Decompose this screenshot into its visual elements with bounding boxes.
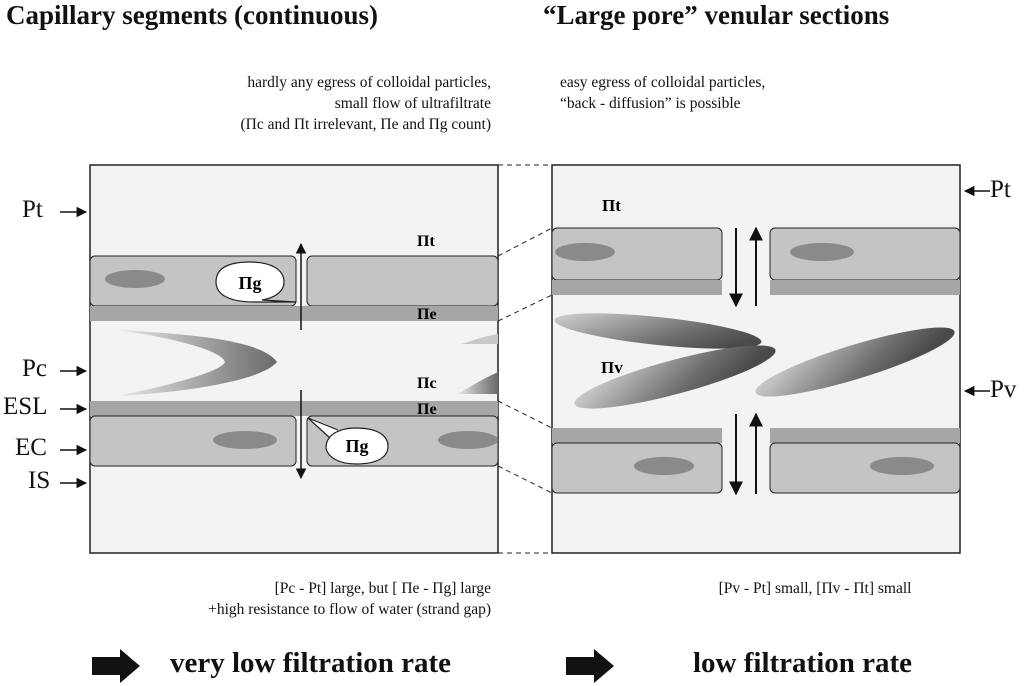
lower-endothelial-cell-right [769,442,961,494]
nucleus [634,457,694,475]
left-note-line: hardly any egress of colloidal particles… [247,74,491,91]
left-bottom-note-line: +high resistance to flow of water (stran… [208,601,491,618]
lower-glycocalyx [90,401,498,416]
right-bottom-note-line: [Pv - Pt] small, [Πv - Πt] small [718,580,912,597]
pi-c-label: Πc [417,375,437,392]
upper-glycocalyx [770,280,960,295]
pi-t-label: Πt [602,196,621,215]
nucleus [555,243,615,261]
red-blood-cell [755,327,955,397]
nucleus [870,457,934,475]
upper-endothelial-cell-right [306,255,499,307]
red-blood-cell-edge [460,334,498,344]
pi-g-bottom-label: Πg [345,436,368,456]
pi-v-label: Πv [601,358,623,377]
venular-panel: Πt Πv [551,164,961,554]
nucleus [438,431,498,449]
right-bottom-notes: [Pv - Pt] small, [Πv - Πt] small [660,578,970,599]
pi-t-label: Πt [417,233,435,250]
right-result: low filtration rate [693,647,913,679]
upper-glycocalyx [552,280,722,295]
lower-glycocalyx [552,428,722,443]
left-bottom-notes: [Pc - Pt] large, but [ Πe - Πg] large +h… [120,578,491,620]
label-pv: Pv [990,376,1017,403]
right-note-line: easy egress of colloidal particles, [560,74,766,91]
left-title: Capillary segments (continuous) [6,0,379,30]
lower-endothelial-cell-left [89,415,297,467]
lower-glycocalyx [770,428,960,443]
label-pt-left: Pt [22,196,43,223]
label-pt-right: Pt [990,176,1011,203]
pi-e-bottom-label: Πe [417,401,437,418]
red-blood-cell [574,345,776,409]
zoom-connectors [497,164,553,554]
right-note-line: “back - diffusion” is possible [560,95,741,112]
left-top-notes: hardly any egress of colloidal particles… [120,72,492,135]
nucleus [213,431,277,449]
red-blood-cell [554,313,762,349]
speech-bubble [215,261,297,303]
speech-bubble [307,417,389,465]
label-esl: ESL [3,393,48,420]
label-ec: EC [15,434,47,461]
right-arrow-icon [92,649,140,683]
right-arrow-icon [566,649,614,683]
pi-e-top-label: Πe [417,306,437,323]
nucleus [105,270,165,288]
left-result: very low filtration rate [170,647,452,679]
right-title: “Large pore” venular sections [543,0,890,30]
right-top-notes: easy egress of colloidal particles, “bac… [560,72,765,114]
nucleus [790,243,854,261]
red-blood-cell [118,330,277,396]
label-is: IS [28,467,51,494]
left-note-line: (Πc and Πt irrelevant, Πe and Πg count) [240,116,492,133]
upper-glycocalyx [90,306,498,321]
left-note-line: small flow of ultrafiltrate [334,95,491,112]
pi-g-top-label: Πg [238,273,261,293]
red-blood-cell-edge [458,372,498,394]
capillary-panel-frame [89,164,499,554]
label-pc: Pc [22,355,47,382]
capillary-panel: Πg Πg Πt Πe Πc Πe [89,164,499,554]
left-bottom-note-line: [Pc - Pt] large, but [ Πe - Πg] large [274,580,491,597]
